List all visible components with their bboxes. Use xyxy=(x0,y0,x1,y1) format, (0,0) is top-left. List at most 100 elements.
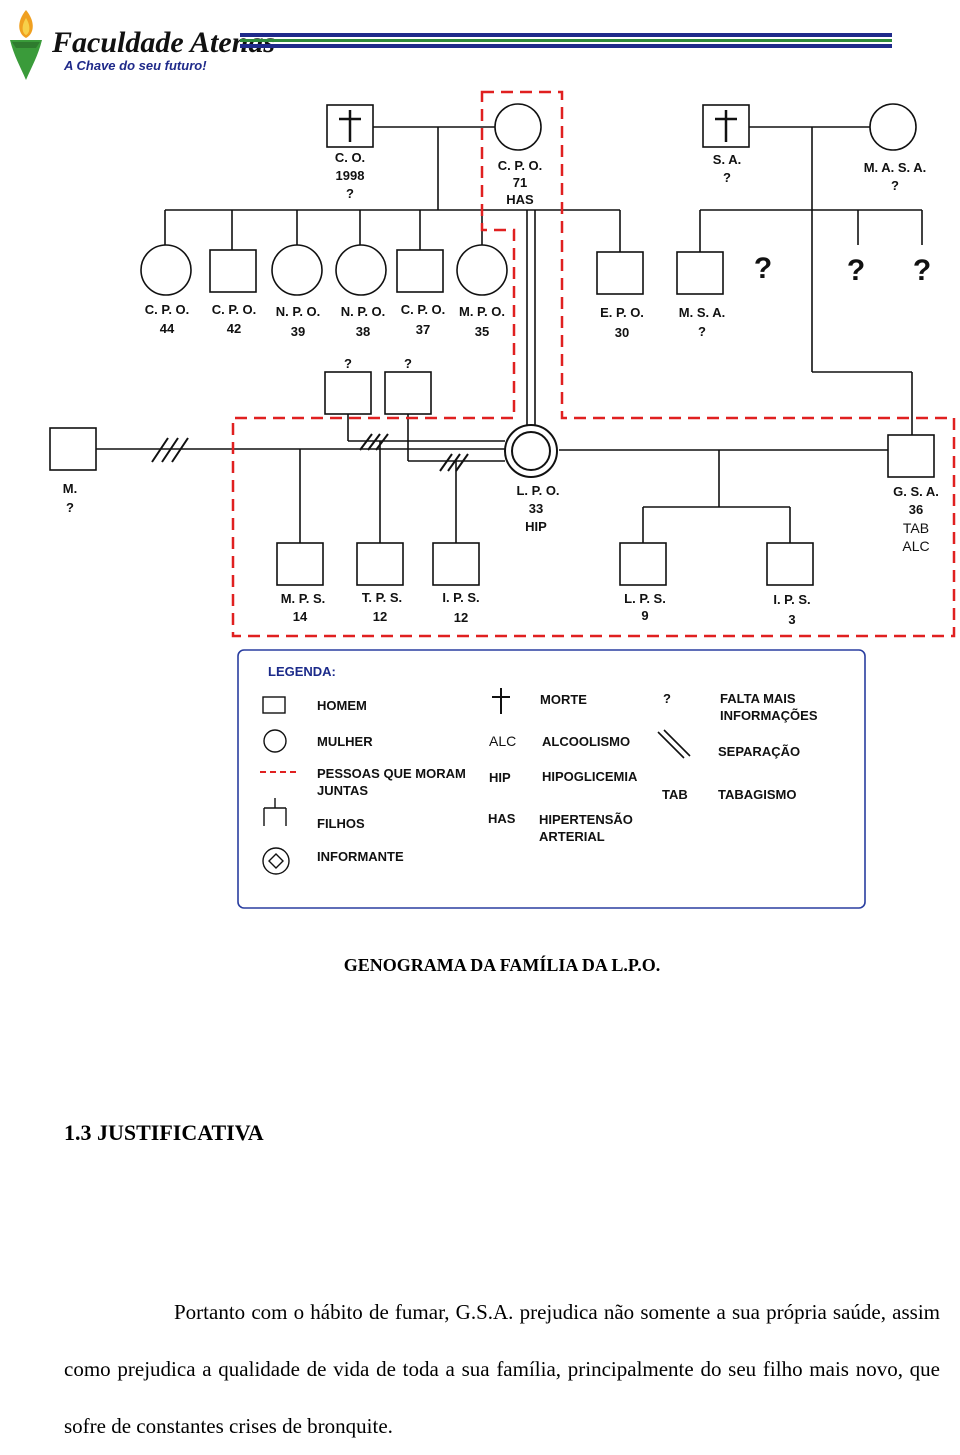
sibling-epo-30 xyxy=(596,251,644,295)
legend-has-2: ARTERIAL xyxy=(539,829,605,844)
legend-tabagismo: TABAGISMO xyxy=(718,787,796,802)
child-ips-12 xyxy=(432,542,480,586)
label-sib-3: N. P. O. xyxy=(341,304,386,319)
label-child-3-age: 9 xyxy=(641,608,648,623)
legend-hipoglicemia: HIPOGLICEMIA xyxy=(542,769,638,784)
label-sib-7-age: ? xyxy=(698,324,706,339)
faculdade-atenas-logo: Faculdade Atenas A Chave do seu futuro! xyxy=(10,10,275,80)
label-child-1: T. P. S. xyxy=(362,590,402,605)
paragraph-text: Portanto com o hábito de fumar, G.S.A. p… xyxy=(64,1300,940,1438)
legend-juntas-2: JUNTAS xyxy=(317,783,368,798)
separation-mark-1 xyxy=(151,437,189,463)
label-sib-4: C. P. O. xyxy=(401,302,446,317)
separation-mark-2 xyxy=(359,433,389,451)
partner-gsa xyxy=(887,434,935,478)
unknown-sibling-1: ? xyxy=(754,252,772,285)
legend-title: LEGENDA: xyxy=(268,664,336,679)
label-co-q: ? xyxy=(346,186,354,201)
label-gsa-tab: TAB xyxy=(903,520,929,536)
legend-hip-code: HIP xyxy=(489,770,511,785)
legend-cross-icon xyxy=(492,688,510,714)
label-sib-1-age: 42 xyxy=(227,321,241,336)
label-sib-0: C. P. O. xyxy=(145,302,190,317)
section-heading: 1.3 JUSTIFICATIVA xyxy=(64,1120,264,1145)
label-gsa-alc: ALC xyxy=(902,538,929,554)
legend-filhos: FILHOS xyxy=(317,816,365,831)
label-child-4-age: 3 xyxy=(788,612,795,627)
legend-mulher: MULHER xyxy=(317,734,373,749)
legend-informante: INFORMANTE xyxy=(317,849,404,864)
label-lpo-age: 33 xyxy=(529,501,543,516)
grandparent-masa xyxy=(869,103,917,151)
label-masa-q: ? xyxy=(891,178,899,193)
sibling-cpo-37 xyxy=(396,249,444,293)
child-lps xyxy=(619,542,667,586)
child-ips-3 xyxy=(766,542,814,586)
label-child-0-age: 14 xyxy=(293,609,308,624)
legend-falta-2: INFORMAÇÕES xyxy=(720,708,818,723)
label-sa-q: ? xyxy=(723,170,731,185)
legend-separation-icon xyxy=(657,729,691,759)
label-gsa-age: 36 xyxy=(909,502,923,517)
separation-mark-3 xyxy=(439,453,469,472)
legend-falta-1: FALTA MAIS xyxy=(720,691,796,706)
label-co: C. O. xyxy=(335,150,365,165)
legend-morte: MORTE xyxy=(540,692,587,707)
legend-has-code: HAS xyxy=(488,811,516,826)
label-ex-2: ? xyxy=(404,356,412,371)
ex-partner-2 xyxy=(384,371,432,415)
legend-alcoolismo: ALCOOLISMO xyxy=(542,734,630,749)
unknown-sibling-2: ? xyxy=(847,254,865,287)
label-sib-5-age: 35 xyxy=(475,324,489,339)
label-child-2: I. P. S. xyxy=(442,590,479,605)
legend-homem: HOMEM xyxy=(317,698,367,713)
legend-q-code: ? xyxy=(663,691,671,706)
logo-tagline: A Chave do seu futuro! xyxy=(63,58,207,73)
label-masa: M. A. S. A. xyxy=(864,160,927,175)
legend-has-1: HIPERTENSÃO xyxy=(539,812,633,827)
label-sib-5: M. P. O. xyxy=(459,304,505,319)
grandparent-co xyxy=(326,104,374,148)
label-sib-1: C. P. O. xyxy=(212,302,257,317)
label-sib-4-age: 37 xyxy=(416,322,430,337)
label-sib-6-age: 30 xyxy=(615,325,629,340)
label-sib-3-age: 38 xyxy=(356,324,370,339)
logo-name: Faculdade Atenas xyxy=(51,26,275,59)
label-sa: S. A. xyxy=(713,152,741,167)
label-sib-2-age: 39 xyxy=(291,324,305,339)
figure-caption: GENOGRAMA DA FAMÍLIA DA L.P.O. xyxy=(343,955,661,975)
header-stripes xyxy=(240,33,892,48)
genogram-figure: Faculdade Atenas A Chave do seu futuro! xyxy=(10,10,956,909)
ex-partner-1 xyxy=(324,371,372,415)
label-cpo-has: HAS xyxy=(506,192,534,207)
grandparent-sa xyxy=(702,104,750,148)
label-cpo-age: 71 xyxy=(513,175,527,190)
legend-separacao: SEPARAÇÃO xyxy=(718,744,800,759)
torch-icon xyxy=(10,10,42,80)
legend-juntas-1: PESSOAS QUE MORAM xyxy=(317,766,466,781)
justification-paragraph: Portanto com o hábito de fumar, G.S.A. p… xyxy=(64,1284,940,1455)
label-cpo: C. P. O. xyxy=(498,158,543,173)
sibling-cpo-42 xyxy=(209,249,257,293)
child-tps xyxy=(356,542,404,586)
sibling-npo-39 xyxy=(271,244,323,296)
label-ex-m: M. xyxy=(63,481,77,496)
label-ex-m-q: ? xyxy=(66,500,74,515)
label-child-1-age: 12 xyxy=(373,609,387,624)
sibling-npo-38 xyxy=(335,244,387,296)
informant-lpo xyxy=(504,424,558,478)
label-sib-6: E. P. O. xyxy=(600,305,644,320)
label-ex-1: ? xyxy=(344,356,352,371)
legend-alc-code: ALC xyxy=(489,733,516,749)
label-child-0: M. P. S. xyxy=(281,591,326,606)
label-lpo-hip: HIP xyxy=(525,519,547,534)
household-boundary xyxy=(231,90,956,638)
grandparent-cpo xyxy=(494,103,542,151)
label-child-3: L. P. S. xyxy=(624,591,666,606)
unknown-sibling-3: ? xyxy=(913,254,931,287)
label-gsa: G. S. A. xyxy=(893,484,939,499)
legend-tab-code: TAB xyxy=(662,787,688,802)
sibling-cpo-44 xyxy=(140,244,192,296)
legend-circle-icon xyxy=(263,729,287,753)
label-sib-0-age: 44 xyxy=(160,321,175,336)
